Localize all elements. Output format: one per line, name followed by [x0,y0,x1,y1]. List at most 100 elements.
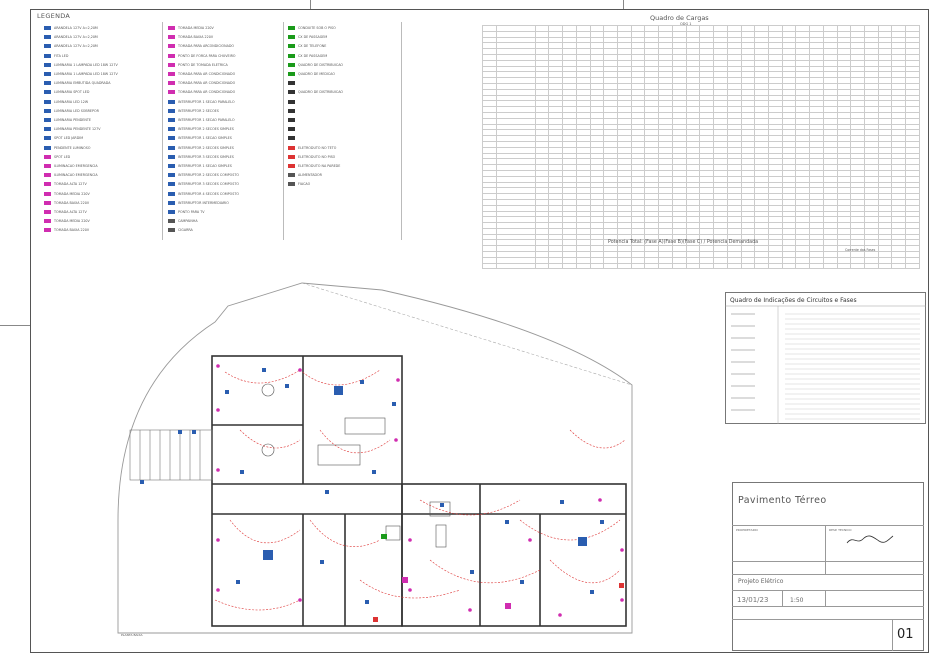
table-cell [495,187,536,195]
legend-item-label: PONTO PARA TV [178,210,205,214]
load-table [482,25,920,270]
legend-item-label: QUADRO DE MEDICAO [298,72,335,76]
switch-icon [168,136,175,141]
legend-item-label: INTERRUPTOR 1 SECAO SIMPLES [178,136,232,141]
table-cell [905,239,920,247]
building-walls [211,355,627,627]
legend-item-label: LUMINARIA LED SOBREPOR [54,108,99,113]
load-table-title: Quadro de Cargas [650,14,709,22]
table-cell [495,198,536,206]
switch-icon [168,118,175,122]
emergency-light-icon [44,173,51,178]
table-cell [905,227,920,235]
table-cell [905,181,920,189]
dist-board-icon [288,90,295,95]
wiring [214,369,626,611]
legend-item: LUMINARIA LED 12W [44,99,88,104]
table-cell [905,198,920,206]
table-row [482,146,920,154]
legend-item-label: LUMINARIA 1 LAMPADA LED 18W 127V [54,72,118,76]
legend-item: TOMADA MEDIA 220V [44,191,90,196]
legend-item: ELETRODUTO NO TETO [288,145,336,150]
garden-spot-icon [44,136,51,141]
load-table-total-line: Potencia Total: (Fase A)(Fase B)(Fase C)… [608,240,759,245]
conduit-icon [288,26,295,30]
led-strip-icon [44,53,51,58]
legend-item: ILUMINACAO EMERGENCIA [44,173,98,178]
table-cell [905,187,920,195]
table-row [482,164,920,171]
author-label: RESP. TECNICO [829,528,852,532]
legend-item-label: TOMADA MEDIA 220V [178,26,214,30]
circle-light-icon [44,108,51,113]
title-block-line [825,525,826,574]
table-cell [905,146,920,154]
legend-item: TOMADA ALTA 127V [44,182,87,187]
legend-item: ILUMINACAO EMERGENCIA [44,164,98,168]
table-row [482,82,920,90]
legend-item-label: PONTO DE TOMADA ELETRICA [178,62,228,67]
legend-item: TOMADA BAIXA 220V [168,35,213,40]
frame-tick [0,325,30,326]
legend-item-label: TOMADA BAIXA 220V [54,200,90,205]
legend-item: CX DE PASSAGEM [288,35,327,40]
table-row [482,262,920,270]
legend-item-label: QUADRO DE DISTRIBUICAO [298,90,344,95]
switch-icon [168,99,175,104]
table-cell [905,129,920,137]
table-cell [495,175,536,183]
legend-item: LUMINARIA PENDENTE [44,118,91,122]
legend-item-label: LUMINARIA EMBUTIDA QUADRADA [54,81,111,86]
outlet-icon [44,228,51,233]
table-cell [495,233,536,241]
table-row [482,30,920,38]
legend-item: ARANDELA 127V A=2,20M [44,35,98,40]
legend-item: PENDENTE LUMINOSO [44,145,90,150]
outlet-icon [168,35,175,40]
legend-item-label: LUMINARIA PENDENTE [54,118,91,122]
load-table-footer: Corrente das Fases [845,248,876,252]
legend-item: LUMINARIA LED SOBREPOR [44,108,99,113]
table-cell [905,123,920,131]
legend-item-label: TOMADA ALTA 127V [54,210,87,214]
switch-icon [168,145,175,150]
wall-light-icon [44,35,51,40]
circuit-indications-title: Quadro de Indicações de Circuitos e Fase… [730,297,857,304]
title-block-line [732,606,924,607]
legend-item: TOMADA MEDIA 220V [44,219,90,224]
legend-item: TOMADA ALTA 127V [44,210,87,214]
legend-item-label: ILUMINACAO EMERGENCIA [54,173,98,178]
legend-item: INTERRUPTOR 1 SECAO PARALELO [168,118,235,122]
table-cell [905,169,920,177]
table-cell [495,54,536,61]
table-cell [495,30,536,38]
legend-item: LUMINARIA PENDENTE 127V [44,127,101,132]
outlet-icon [44,219,51,224]
legend-item: LUMINARIA SPOT LED [44,90,90,95]
legend-item: PONTO DE TOMADA ELETRICA [168,62,228,67]
legend-item-label: INTERRUPTOR 3 SECOES COMPOSTO [178,182,239,187]
furniture [261,383,451,548]
table-row [482,140,920,148]
legend-item-label: ALIMENTADOR [298,173,322,178]
legend-item-label: PONTO DE FORCA PARA CHUVEIRO [178,53,236,58]
legend-item-label: TOMADA MEDIA 220V [54,191,90,196]
legend-item-label: INTERRUPTOR 2 SECOES SIMPLES [178,145,234,150]
legend-item: TOMADA BAIXA 220V [44,200,90,205]
bell-icon [168,219,175,224]
table-row [482,210,920,218]
line-icon [288,173,295,178]
dist-board-icon [288,99,295,104]
legend-item-label: LUMINARIA SPOT LED [54,90,90,95]
table-row [482,216,920,224]
legend-divider [283,22,284,240]
legend-item: CIGARRA [168,228,193,233]
switch-icon [168,182,175,187]
table-row [482,187,920,195]
switch-icon [168,127,175,132]
ac-outlet-icon [168,90,175,95]
table-cell [495,181,536,189]
table-cell [495,36,536,44]
table-row [482,175,920,183]
table-row [482,169,920,177]
